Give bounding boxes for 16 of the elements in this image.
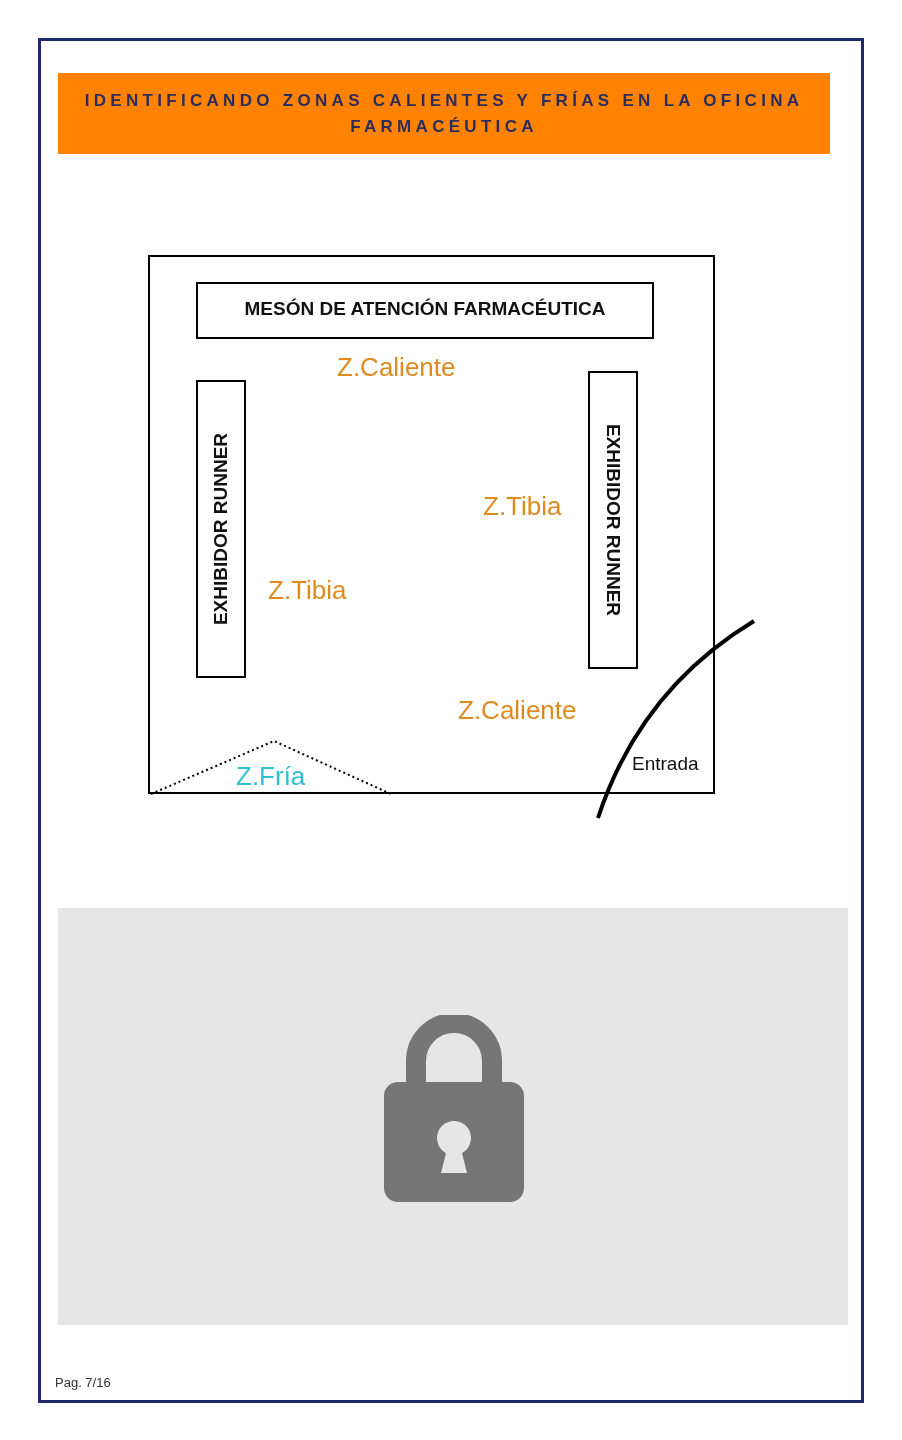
- zone-label: Z.Fría: [236, 761, 306, 792]
- page-number: Pag. 7/16: [55, 1375, 111, 1391]
- zone-label: Z.Caliente: [337, 352, 456, 384]
- shelf-box: [588, 371, 638, 669]
- shelf-label: EXHIBIDOR RUNNER: [210, 432, 232, 626]
- zone-label: Z.Caliente: [458, 695, 577, 727]
- title-banner: IDENTIFICANDO ZONAS CALIENTES Y FRÍAS EN LA OFICINA FARMACÉUTICA: [58, 73, 830, 154]
- cold-zone: [150, 739, 392, 795]
- shelf-box: [196, 380, 246, 678]
- room-outline: [148, 255, 715, 794]
- counter-box: [196, 282, 654, 339]
- counter-label: MESÓN DE ATENCIÓN FARMACÉUTICA: [243, 298, 607, 320]
- zone-label: Z.Tibia: [483, 491, 562, 523]
- entrance-label: Entrada: [632, 753, 699, 776]
- shelf-label: EXHIBIDOR RUNNER: [602, 423, 624, 617]
- zone-label: Z.Tibia: [268, 575, 347, 607]
